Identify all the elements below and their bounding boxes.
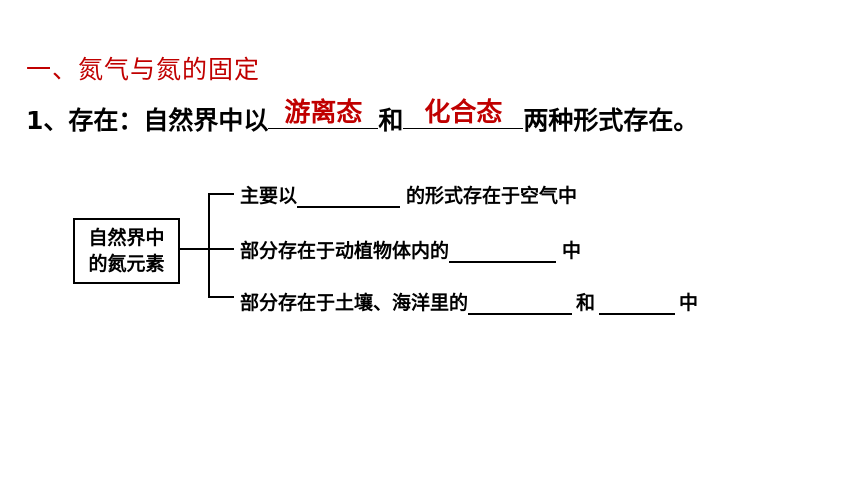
blank-2[interactable]: 化合态 bbox=[403, 98, 524, 129]
branch-3-blank-1[interactable] bbox=[468, 291, 573, 315]
bracket-vertical bbox=[208, 193, 210, 297]
branch-3-blank-2[interactable] bbox=[599, 291, 676, 315]
sentence-middle: 和 bbox=[378, 106, 404, 135]
branch-air: 主要以 的形式存在于空气中 bbox=[240, 181, 577, 208]
branch-organisms: 部分存在于动植物体内的 中 bbox=[240, 236, 581, 263]
blank-1[interactable]: 游离态 bbox=[268, 98, 379, 129]
branch-1-blank[interactable] bbox=[297, 184, 401, 208]
connector-main bbox=[180, 248, 210, 250]
branch-3-middle: 和 bbox=[576, 292, 596, 314]
branch-soil-ocean: 部分存在于土壤、海洋里的 和 中 bbox=[240, 288, 698, 315]
connector-branch-2 bbox=[208, 248, 234, 250]
sentence-prefix: 1、存在：自然界中以 bbox=[26, 106, 269, 135]
branch-2-blank[interactable] bbox=[449, 239, 557, 263]
connector-branch-1 bbox=[208, 193, 234, 195]
sentence-suffix: 两种形式存在。 bbox=[523, 106, 699, 135]
connector-branch-3 bbox=[208, 296, 234, 298]
section-heading: 一、氮气与氮的固定 bbox=[26, 55, 261, 84]
answer-free-state: 游离态 bbox=[284, 98, 363, 128]
box-line-2: 的氮元素 bbox=[88, 253, 165, 275]
branch-1-after: 的形式存在于空气中 bbox=[406, 185, 578, 207]
branch-2-after: 中 bbox=[562, 240, 582, 262]
answer-combined-state: 化合态 bbox=[424, 98, 503, 128]
branch-2-text: 部分存在于动植物体内的 bbox=[240, 240, 450, 262]
branch-1-text: 主要以 bbox=[240, 185, 298, 207]
branch-3-after: 中 bbox=[679, 292, 699, 314]
box-line-1: 自然界中 bbox=[88, 227, 165, 249]
existence-sentence: 1、存在：自然界中以游离态和化合态两种形式存在。 bbox=[26, 98, 698, 137]
branch-3-text: 部分存在于土壤、海洋里的 bbox=[240, 292, 469, 314]
nitrogen-in-nature-box: 自然界中 的氮元素 bbox=[73, 218, 180, 284]
